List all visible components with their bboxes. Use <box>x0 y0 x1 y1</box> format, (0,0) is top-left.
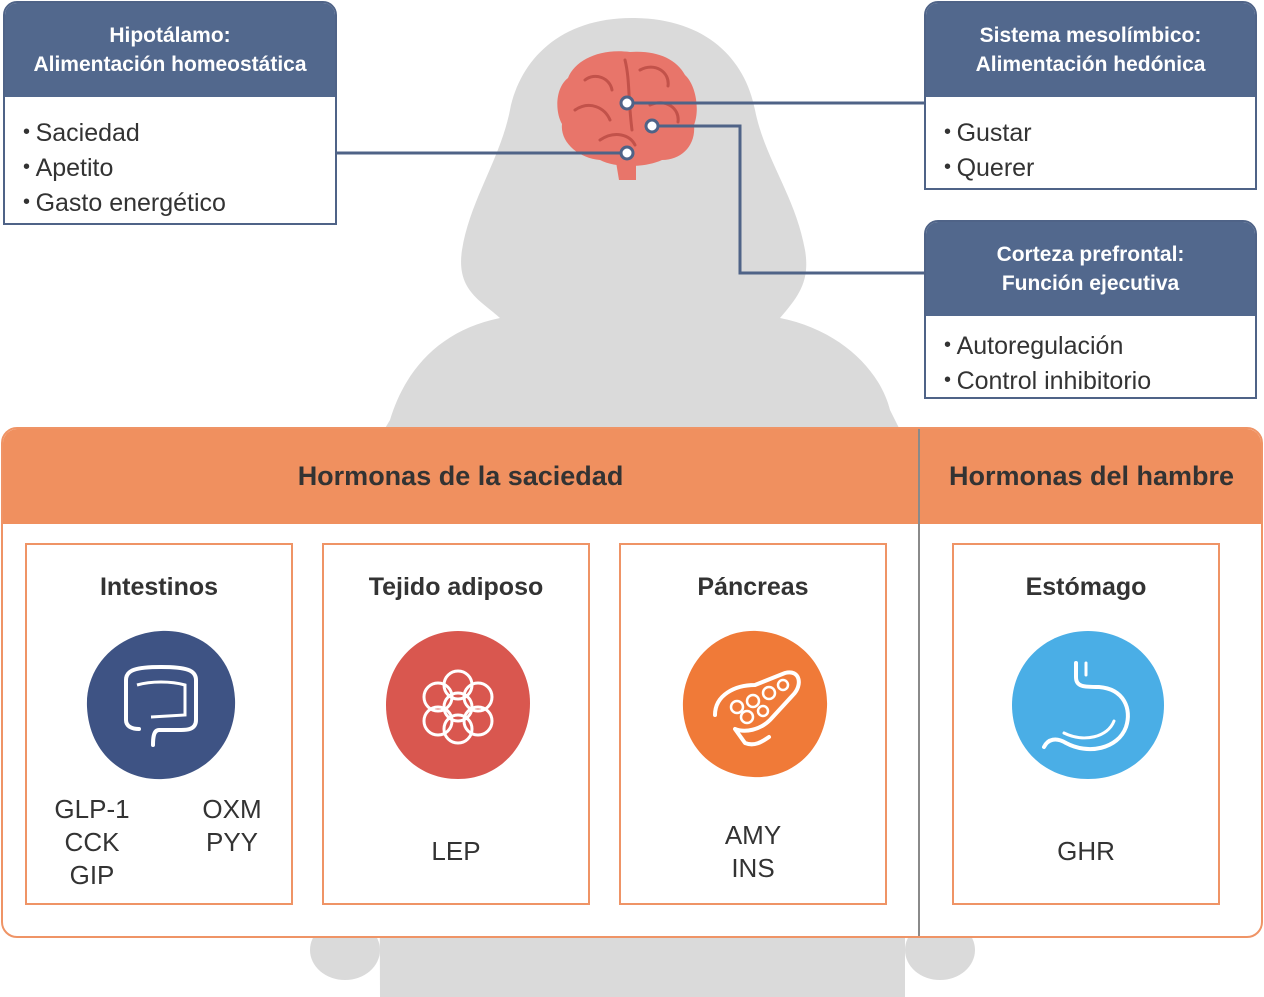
hormone-label: LEP <box>431 836 481 866</box>
stomach-icon <box>1012 631 1164 779</box>
hormone-list: GHR <box>954 835 1218 868</box>
hormone-label: INS <box>731 853 775 883</box>
pancreas-icon <box>682 630 828 778</box>
mesolimbic-list: Gustar Querer <box>926 97 1255 185</box>
list-item: Gustar <box>944 115 1255 150</box>
list-item: Autoregulación <box>944 328 1255 363</box>
mesolimbic-title-line2: Alimentación hedónica <box>975 53 1206 76</box>
hypothalamus-header: Hipotálamo: Alimentación homeostática <box>5 3 335 97</box>
organ-title: Estómago <box>1025 573 1147 601</box>
organ-card-stomach: Estómago GHR <box>952 543 1220 905</box>
list-item: Gasto energético <box>23 185 335 220</box>
organ-title: Tejido adiposo <box>368 573 544 601</box>
hormone-list: AMY INS <box>621 819 885 885</box>
hormone-label: GLP-1 <box>54 794 130 824</box>
list-item: Saciedad <box>23 115 335 150</box>
connector-dots <box>619 95 660 161</box>
hormone-list: LEP <box>324 835 588 868</box>
mesolimbic-title-line1: Sistema mesolímbico: <box>979 24 1202 47</box>
hormones-panel-header <box>3 429 1261 524</box>
hormone-label: OXM <box>202 794 262 824</box>
hypothalamus-title-line1: Hipotálamo: <box>109 24 231 47</box>
prefrontal-title-line1: Corteza prefrontal: <box>996 243 1185 266</box>
list-item: Control inhibitorio <box>944 363 1255 398</box>
hormone-label: AMY <box>724 820 782 850</box>
organ-card-adipose: Tejido adiposo LEP <box>322 543 590 905</box>
hormones-panel: Hormonas de la saciedad Hormonas del ham… <box>1 427 1263 938</box>
organ-title: Páncreas <box>697 573 809 601</box>
hypothalamus-list: Saciedad Apetito Gasto energético <box>5 97 335 220</box>
hypothalamus-box: Hipotálamo: Alimentación homeostática Sa… <box>3 1 337 225</box>
list-item: Querer <box>944 150 1255 185</box>
prefrontal-title-line2: Función ejecutiva <box>1001 272 1180 295</box>
connector-lines <box>335 101 925 275</box>
prefrontal-header: Corteza prefrontal: Función ejecutiva <box>926 222 1255 316</box>
list-item: Apetito <box>23 150 335 185</box>
organ-card-intestines: Intestinos GLP-1 CCK GIP OXM PYY <box>25 543 293 905</box>
fat-cell-icon <box>386 631 530 779</box>
panel-divider <box>918 429 920 936</box>
hormone-label: GIP <box>69 860 115 890</box>
organ-title: Intestinos <box>99 573 219 601</box>
hunger-hormones-title: Hormonas del hambre <box>948 461 1235 491</box>
intestine-icon <box>86 630 236 780</box>
hormone-list-left: GLP-1 CCK GIP <box>47 793 137 892</box>
hormone-label: GHR <box>1057 836 1115 866</box>
prefrontal-box: Corteza prefrontal: Función ejecutiva Au… <box>924 220 1257 399</box>
hormone-label: CCK <box>64 827 120 857</box>
hormone-label: PYY <box>205 827 259 857</box>
mesolimbic-box: Sistema mesolímbico: Alimentación hedóni… <box>924 1 1257 190</box>
organ-card-pancreas: Páncreas AMY INS <box>619 543 887 905</box>
satiety-hormones-title: Hormonas de la saciedad <box>297 461 624 491</box>
hypothalamus-title-line2: Alimentación homeostática <box>33 53 307 76</box>
hormone-list-right: OXM PYY <box>187 793 277 859</box>
mesolimbic-header: Sistema mesolímbico: Alimentación hedóni… <box>926 3 1255 97</box>
prefrontal-list: Autoregulación Control inhibitorio <box>926 316 1255 398</box>
